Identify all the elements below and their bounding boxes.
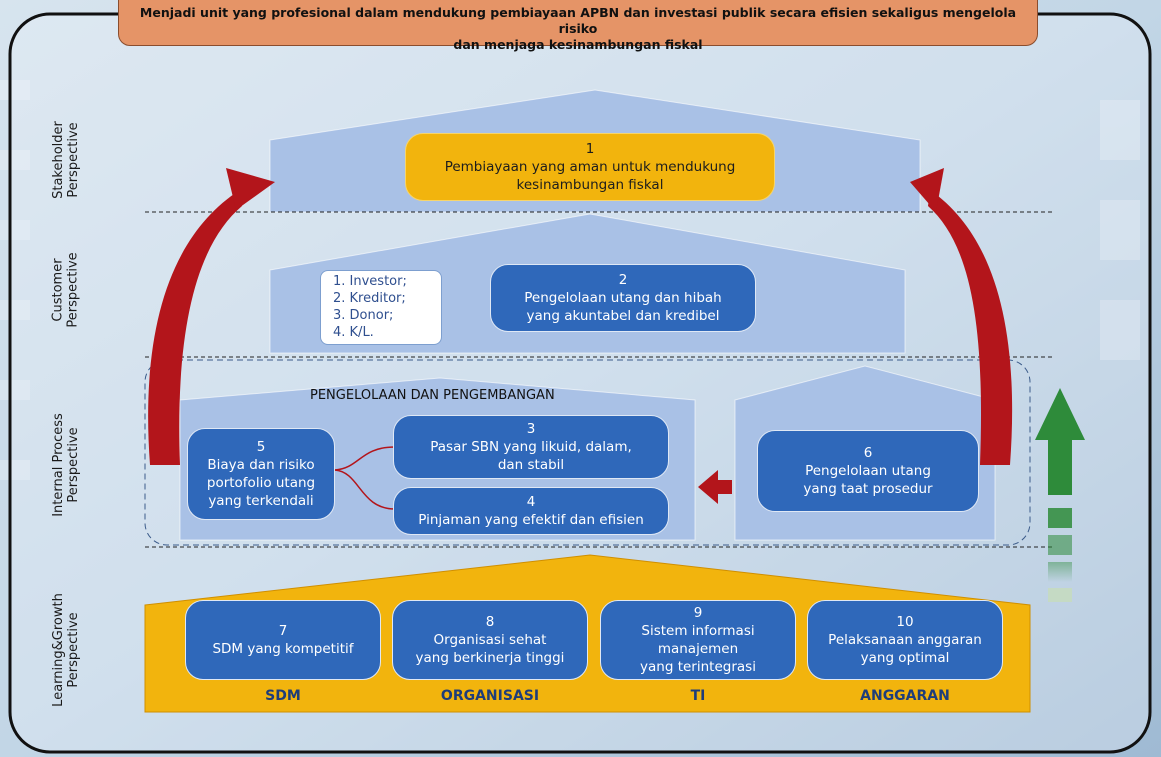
internal-perspective-label: Internal Process Perspective (51, 413, 81, 517)
objective-text: Pinjaman yang efektif dan efisien (418, 512, 644, 528)
objective-text: yang terkendali (208, 493, 314, 509)
right-curved-arrow (928, 190, 1013, 465)
objective-number: 8 (485, 614, 495, 630)
objective-5[interactable]: 5 Biaya dan risiko portofolio utang yang… (187, 428, 335, 520)
objective-4[interactable]: 4 Pinjaman yang efektif dan efisien (393, 487, 669, 535)
vision-line-2: dan menjaga kesinambungan fiskal (453, 37, 703, 52)
objective-text: portofolio utang (206, 475, 316, 491)
objective-number: 9 (693, 605, 703, 621)
objective-number: 4 (526, 494, 536, 510)
green-fade-block (1048, 535, 1072, 555)
foundation-label-organisasi: ORGANISASI (440, 688, 540, 704)
green-fade-block (1048, 508, 1072, 528)
foundation-label-ti: TI (690, 688, 706, 704)
objective-text: Pembiayaan yang aman untuk mendukung (444, 159, 736, 175)
objective-text: yang taat prosedur (803, 481, 933, 497)
objective-number: 3 (526, 421, 536, 437)
objective-number: 6 (863, 445, 873, 461)
objective-text: Organisasi sehat (433, 632, 547, 648)
objective-text: yang optimal (860, 650, 950, 666)
objective-text: Pengelolaan utang (805, 463, 931, 479)
process-arrow (698, 470, 732, 504)
objective-text: manajemen (657, 641, 739, 657)
objective-2[interactable]: 2 Pengelolaan utang dan hibah yang akunt… (490, 264, 756, 332)
vision-line-1: Menjadi unit yang profesional dalam mend… (139, 5, 1017, 36)
objective-number: 10 (896, 614, 914, 630)
objective-text: Pelaksanaan anggaran (828, 632, 982, 648)
objective-text: dan stabil (497, 457, 565, 473)
customer-perspective-label: Customer Perspective (51, 252, 82, 328)
connector-3-5 (334, 446, 396, 471)
green-up-arrow (1035, 388, 1085, 495)
objective-text: Pasar SBN yang likuid, dalam, (430, 439, 632, 455)
stakeholder-item: 2. Kreditor; (333, 291, 406, 306)
stakeholder-item: 3. Donor; (333, 308, 394, 323)
objective-number: 7 (278, 623, 288, 639)
objective-1[interactable]: 1 Pembiayaan yang aman untuk mendukung k… (405, 133, 775, 201)
internal-process-title: PENGELOLAAN DAN PENGEMBANGAN (310, 388, 555, 403)
objective-text: kesinambungan fiskal (516, 177, 664, 193)
objective-number: 2 (618, 272, 628, 288)
objective-text: SDM yang kompetitif (212, 641, 354, 657)
objective-10[interactable]: 10 Pelaksanaan anggaran yang optimal (807, 600, 1003, 680)
objective-text: Biaya dan risiko (207, 457, 315, 473)
learning-perspective-label: Learning&Growth Perspective (51, 593, 82, 707)
right-arrow-head (910, 168, 944, 212)
left-arrow-head (226, 168, 275, 210)
objective-text: yang terintegrasi (640, 659, 756, 675)
foundation-label-anggaran: ANGGARAN (860, 688, 950, 704)
green-fade-block (1048, 562, 1072, 582)
stakeholder-list: 1. Investor; 2. Kreditor; 3. Donor; 4. K… (320, 270, 442, 345)
objective-text: yang berkinerja tinggi (415, 650, 565, 666)
objective-8[interactable]: 8 Organisasi sehat yang berkinerja tingg… (392, 600, 588, 680)
objective-number: 5 (256, 439, 266, 455)
internal-process-box (144, 359, 1031, 546)
objective-text: Pengelolaan utang dan hibah (524, 290, 722, 306)
objective-number: 1 (585, 141, 595, 157)
building-windows (0, 80, 1140, 480)
green-fade-block (1048, 588, 1072, 602)
objective-9[interactable]: 9 Sistem informasi manajemen yang terint… (600, 600, 796, 680)
objective-3[interactable]: 3 Pasar SBN yang likuid, dalam, dan stab… (393, 415, 669, 479)
objective-text: Sistem informasi (641, 623, 755, 639)
objective-6[interactable]: 6 Pengelolaan utang yang taat prosedur (757, 430, 979, 512)
connector-4-5 (334, 469, 396, 510)
objective-7[interactable]: 7 SDM yang kompetitif (185, 600, 381, 680)
vision-banner: Menjadi unit yang profesional dalam mend… (118, 0, 1038, 52)
objective-text: yang akuntabel dan kredibel (526, 308, 720, 324)
stakeholder-item: 4. K/L. (333, 325, 374, 340)
foundation-label-sdm: SDM (265, 688, 301, 704)
stakeholder-perspective-label: Stakeholder Perspective (51, 121, 81, 199)
stakeholder-item: 1. Investor; (333, 274, 407, 289)
left-curved-arrow (148, 190, 242, 465)
